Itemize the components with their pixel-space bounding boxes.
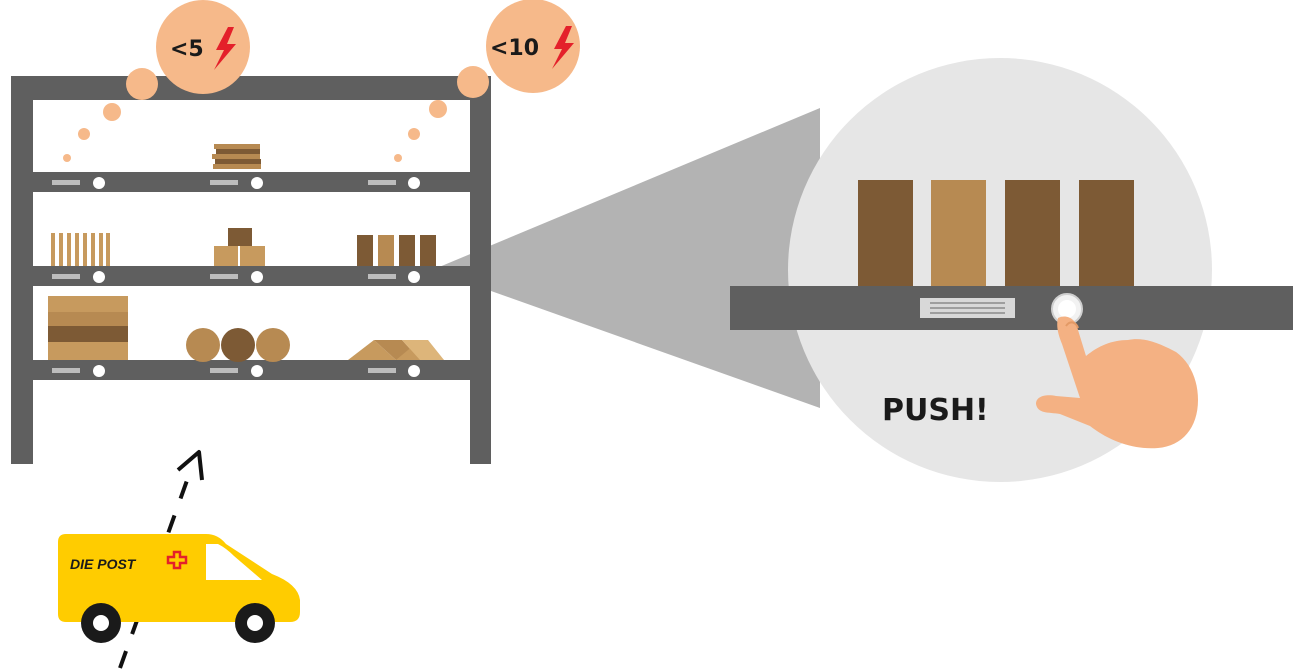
item-tent-packs <box>348 340 444 360</box>
shelf-button[interactable] <box>93 365 105 377</box>
shelf-buttons <box>52 177 420 377</box>
zoom-beam <box>432 108 820 408</box>
shelf-button[interactable] <box>93 271 105 283</box>
callout-box-1 <box>858 180 913 288</box>
shelf-button[interactable] <box>408 177 420 189</box>
callout-box-3 <box>1005 180 1060 288</box>
shelf-top <box>11 76 491 100</box>
van-wheel-rear <box>81 603 121 643</box>
pointing-hand-icon <box>1036 316 1198 449</box>
shelf-button[interactable] <box>251 271 263 283</box>
delivery-van: DIE POST <box>58 534 300 643</box>
item-books-upright <box>357 235 436 266</box>
shelf-button[interactable] <box>251 177 263 189</box>
callout-box-2 <box>931 180 986 288</box>
callout-order-button[interactable] <box>1051 293 1083 325</box>
badge-text: <10 <box>490 36 539 61</box>
item-book-stack <box>212 144 261 169</box>
push-label: PUSH! <box>882 393 989 428</box>
badge-trail-right <box>394 66 489 162</box>
shelf-button[interactable] <box>408 271 420 283</box>
van-wheel-front <box>235 603 275 643</box>
lightning-bolt-icon <box>214 27 236 70</box>
zoom-callout: PUSH! <box>730 58 1293 482</box>
item-rolls <box>186 328 290 362</box>
item-box-stack <box>48 296 128 360</box>
delivery-path-arrow <box>118 450 204 669</box>
restock-badge-5: <5 <box>156 0 250 94</box>
callout-label-plate <box>920 298 1015 318</box>
van-logo-text: DIE POST <box>70 556 137 572</box>
shelf-button[interactable] <box>93 177 105 189</box>
shelf-button[interactable] <box>251 365 263 377</box>
shelving-unit <box>11 76 491 464</box>
item-sticks <box>51 233 110 266</box>
swiss-cross-icon <box>166 550 188 570</box>
callout-box-4 <box>1079 180 1134 288</box>
badge-text: <5 <box>170 37 204 62</box>
item-stacked-cubes <box>214 228 265 266</box>
shelf-1 <box>11 172 491 192</box>
van-window <box>206 544 262 580</box>
shelf-3 <box>11 360 491 380</box>
badge-trail-left <box>63 68 158 162</box>
lightning-bolt-icon <box>552 26 574 69</box>
restock-badge-10: <10 <box>486 0 580 93</box>
shelf-2 <box>11 266 491 286</box>
shelf-button[interactable] <box>408 365 420 377</box>
